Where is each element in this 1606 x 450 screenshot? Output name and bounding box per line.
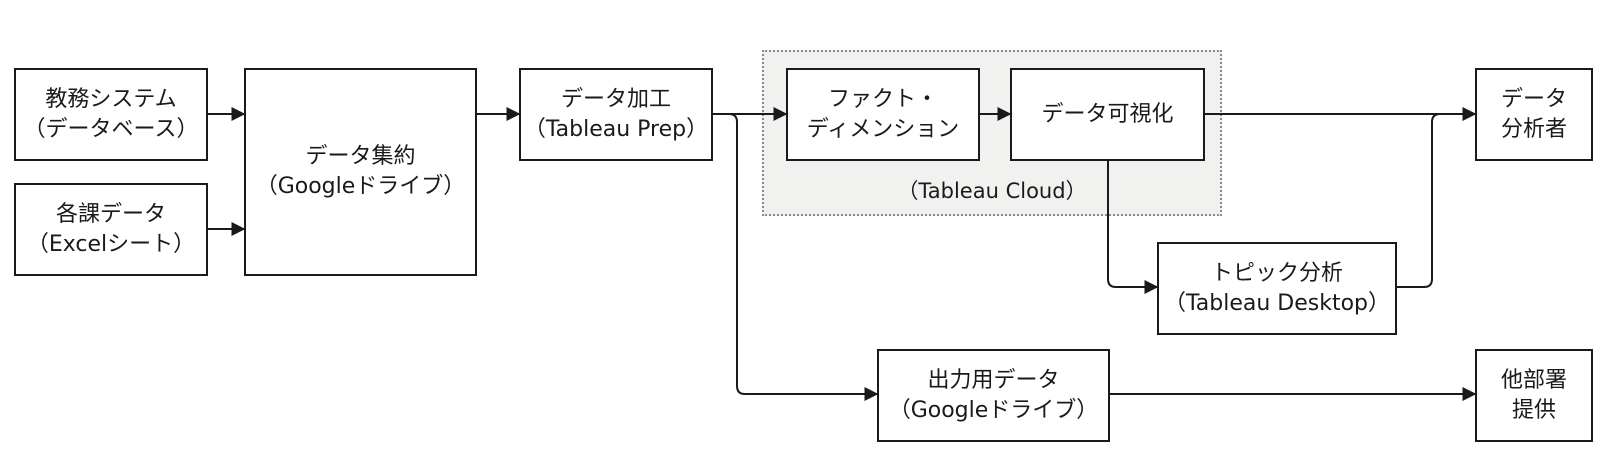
node-data-shuyaku: データ集約 （Googleドライブ） — [244, 68, 477, 276]
edge-kashika-to-topic — [1107, 160, 1159, 294]
node-kashika-line1: データ可視化 — [1041, 101, 1174, 127]
node-kyomu-line1: 教務システム — [45, 86, 177, 112]
node-kako-line2: （Tableau Prep） — [523, 116, 709, 142]
node-kakka-data: 各課データ （Excelシート） — [14, 183, 208, 276]
node-data-kako: データ加工 （Tableau Prep） — [519, 68, 713, 161]
node-analyst-line2: 分析者 — [1500, 116, 1567, 142]
node-kyomu-line2: （データベース） — [23, 116, 199, 142]
node-fact-line2: ディメンション — [806, 116, 960, 142]
edge-topic-to-analyst — [1397, 113, 1441, 288]
node-fact-dimension: ファクト・ ディメンション — [786, 68, 980, 161]
node-data-analyst: データ 分析者 — [1475, 68, 1593, 161]
node-shuyaku-line2: （Googleドライブ） — [255, 174, 466, 199]
node-analyst-line1: データ — [1500, 86, 1567, 112]
node-other-dept: 他部署 提供 — [1475, 349, 1593, 442]
node-teikyo-line1: 他部署 — [1500, 367, 1567, 393]
node-output-line1: 出力用データ — [927, 367, 1060, 393]
edge-kako-to-output — [728, 113, 879, 401]
node-teikyo-line2: 提供 — [1511, 397, 1556, 423]
node-data-kashika: データ可視化 — [1010, 68, 1205, 161]
node-kakka-line1: 各課データ — [55, 201, 166, 227]
node-kyomu-system: 教務システム （データベース） — [14, 68, 208, 161]
node-output-data: 出力用データ （Googleドライブ） — [877, 349, 1110, 442]
node-kako-line1: データ加工 — [560, 86, 671, 112]
node-shuyaku-line1: データ集約 — [305, 144, 416, 169]
node-fact-line1: ファクト・ — [827, 86, 938, 112]
tableau-cloud-label: （Tableau Cloud） — [897, 179, 1087, 203]
node-topic-analysis: トピック分析 （Tableau Desktop） — [1157, 242, 1397, 335]
node-topic-line2: （Tableau Desktop） — [1163, 290, 1391, 316]
node-output-line2: （Googleドライブ） — [888, 397, 1099, 423]
node-kakka-line2: （Excelシート） — [26, 231, 196, 257]
node-topic-line1: トピック分析 — [1210, 260, 1343, 286]
